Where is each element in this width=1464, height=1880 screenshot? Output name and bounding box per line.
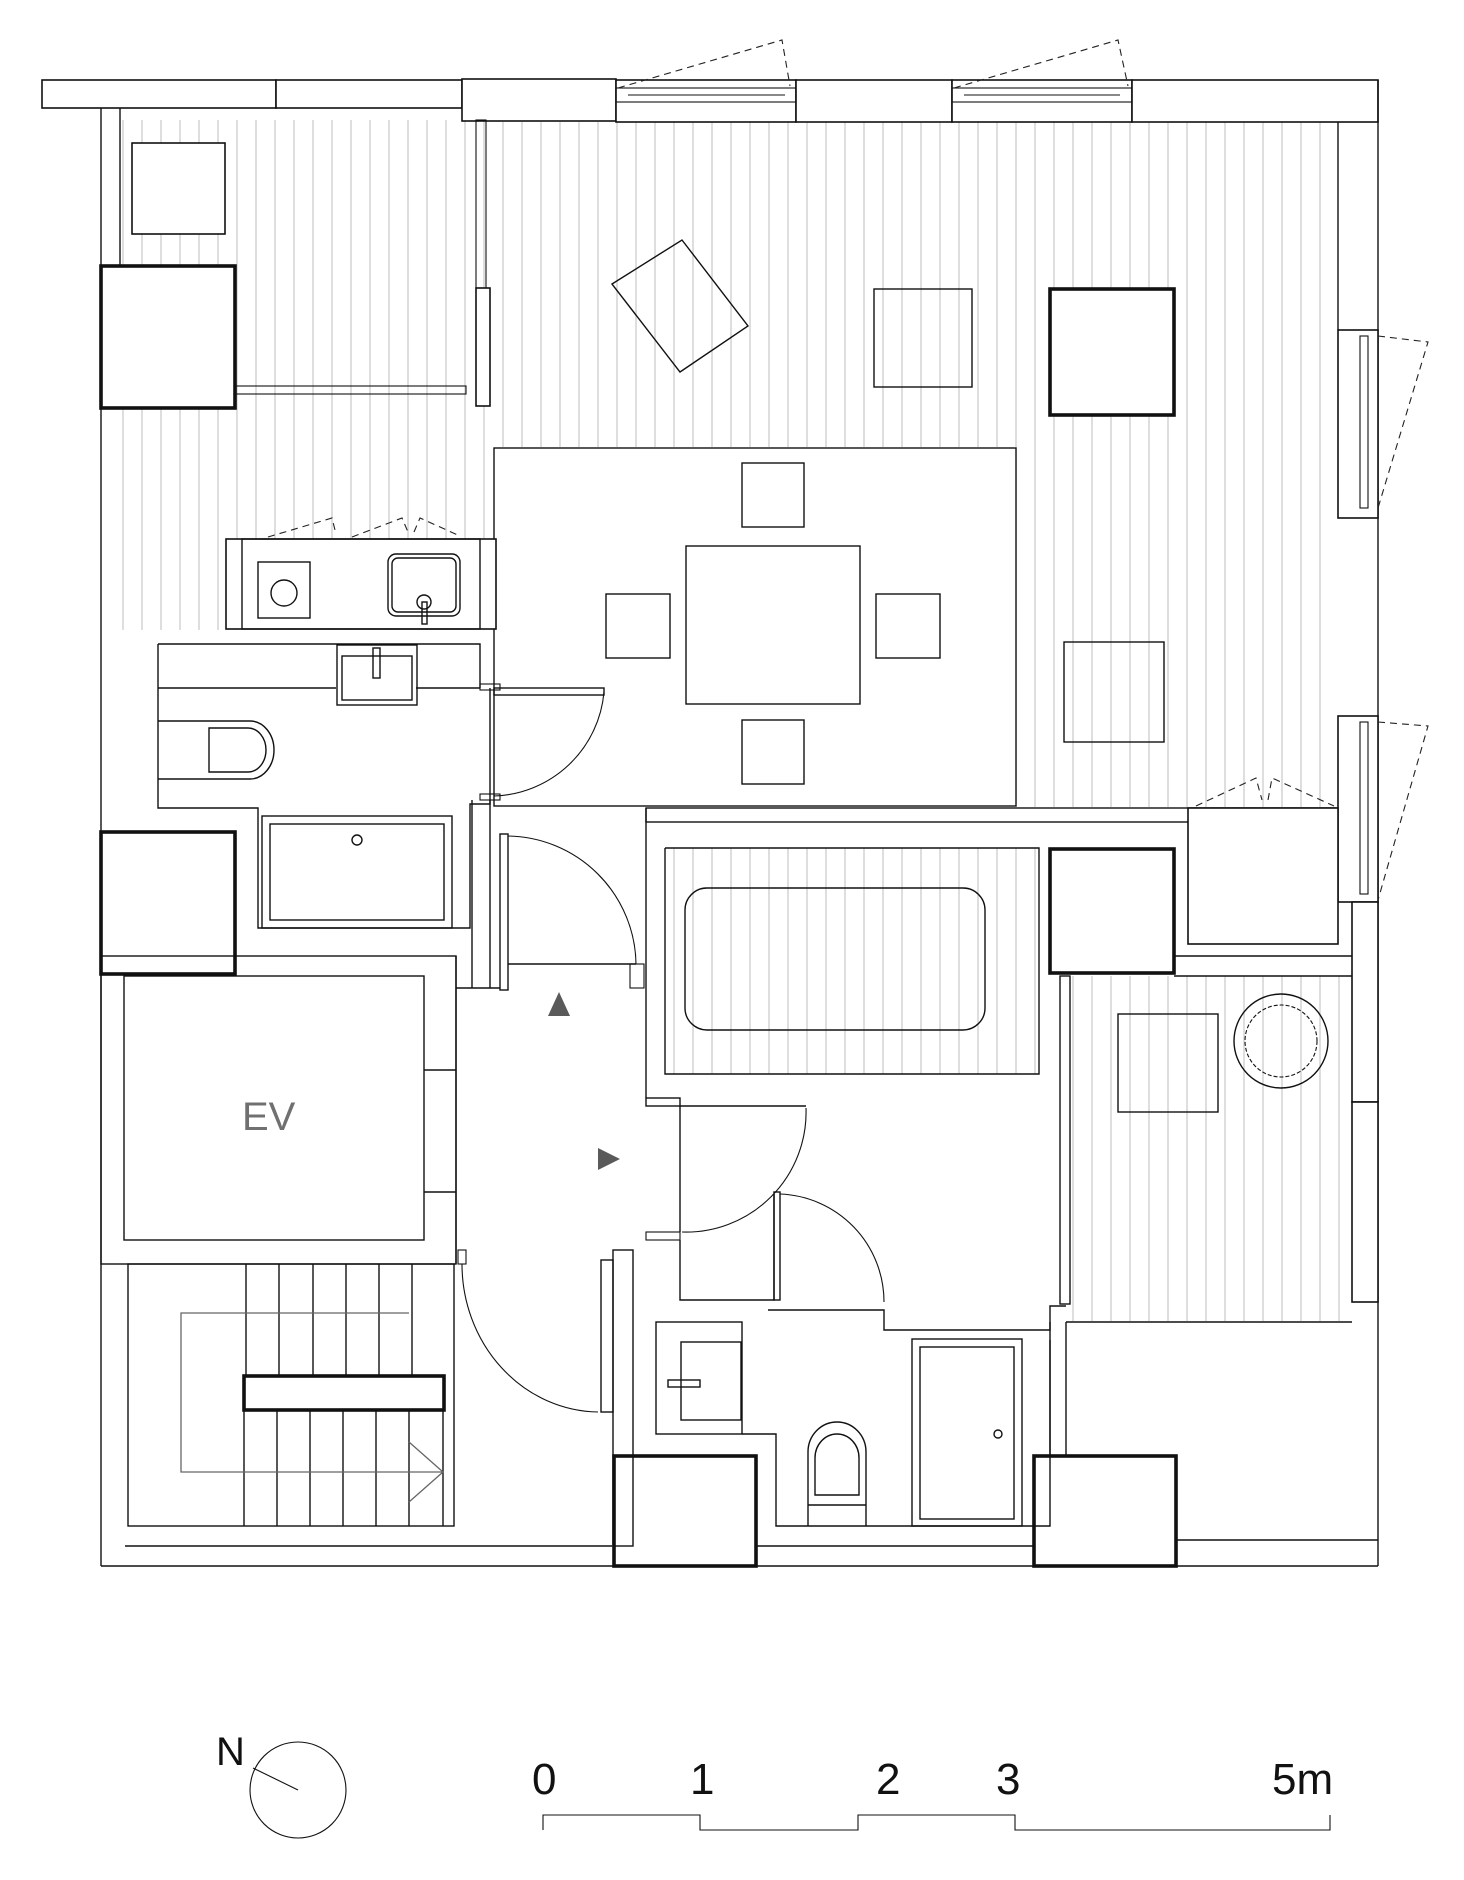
scale-label-2: 2 <box>876 1755 900 1804</box>
entry-door[interactable] <box>600 1259 614 1413</box>
elevator-label: EV <box>242 1095 296 1139</box>
chair-west <box>605 593 671 659</box>
bathtub <box>261 815 453 929</box>
chair-north <box>741 462 805 528</box>
hall-door[interactable] <box>499 833 509 991</box>
floor-hatching <box>122 120 1356 1321</box>
stove <box>257 561 311 619</box>
living-room <box>610 239 1165 743</box>
right-arrow-icon <box>598 1148 620 1170</box>
north-label: N <box>216 1730 245 1774</box>
wall-right-lower <box>1351 1101 1379 1303</box>
entry-hall <box>456 800 645 1547</box>
scale-bar: 0 1 2 3 5m <box>532 1755 1333 1831</box>
side-table <box>131 142 226 235</box>
wc-door-swing <box>681 1107 807 1233</box>
up-arrow-icon <box>548 992 570 1016</box>
wall-right-pier <box>1351 901 1379 1103</box>
entry-door-hinge <box>457 1249 467 1265</box>
scale-label-5m: 5m <box>1272 1755 1333 1804</box>
toilet <box>807 1421 867 1526</box>
armchair <box>1063 641 1165 743</box>
scale-label-3: 3 <box>996 1755 1020 1804</box>
wash-basin <box>655 1321 743 1435</box>
window-right-2 <box>1337 715 1429 903</box>
chair-south <box>741 719 805 785</box>
toilet <box>158 720 275 780</box>
bedroom-nw <box>131 119 491 407</box>
exterior-walls <box>41 78 1379 1567</box>
sliding-door[interactable] <box>1059 975 1071 1305</box>
stair-treads <box>243 1264 444 1526</box>
room-se <box>1049 975 1352 1456</box>
dining-area <box>493 447 1017 807</box>
dining-table <box>685 545 861 705</box>
potted-plant <box>1233 993 1329 1089</box>
structural-columns <box>99 264 1178 1568</box>
kitchen-sink <box>387 553 461 617</box>
window-right-1 <box>1337 329 1429 519</box>
stairwell <box>127 1263 455 1527</box>
entry-door-swing <box>461 1263 599 1413</box>
door[interactable] <box>493 687 605 696</box>
bath-center <box>645 777 1352 1098</box>
scale-label-0: 0 <box>532 1755 556 1804</box>
wash-basin <box>336 644 418 706</box>
wc-south <box>645 1097 1066 1527</box>
stair-landing <box>242 1374 446 1412</box>
armchair <box>610 239 750 373</box>
shower <box>911 1338 1023 1527</box>
chair <box>1117 1013 1219 1113</box>
window-top-2 <box>951 39 1133 103</box>
kitchenette <box>225 517 497 630</box>
elevator: EV <box>100 955 457 1265</box>
stair-direction-arrow <box>180 1312 443 1473</box>
sliding-door-horizontal[interactable] <box>235 385 467 395</box>
window-top-1 <box>615 39 797 103</box>
chair-east <box>875 593 941 659</box>
bathroom-west <box>157 643 605 929</box>
north-arrow: N <box>216 1730 347 1839</box>
bathtub <box>684 887 986 1031</box>
side-table <box>873 288 973 388</box>
scale-label-1: 1 <box>690 1755 714 1804</box>
scale-line <box>542 1814 1331 1831</box>
compass-icon <box>249 1741 347 1839</box>
